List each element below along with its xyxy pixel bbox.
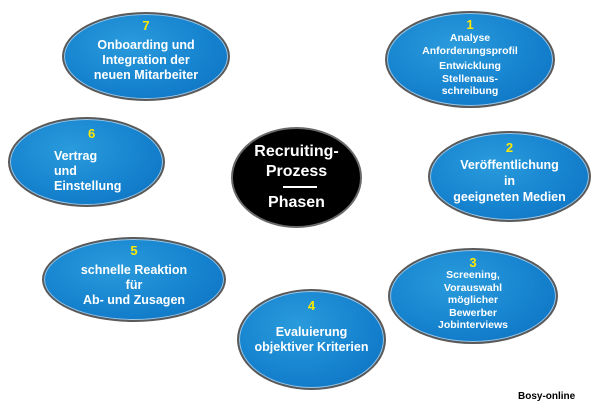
phase-1-line: Stellenaus- xyxy=(441,72,499,85)
phase-2-line: Veröffentlichung xyxy=(460,158,559,172)
phase-5-line: für xyxy=(125,278,143,292)
phase-4-text: Evaluierung objektiver Kriterien xyxy=(239,325,384,355)
phase-1-line: Analyse xyxy=(449,32,491,44)
phase-3-line: Vorauswahl xyxy=(443,281,503,294)
phase-6-line: Vertrag xyxy=(54,149,98,163)
phase-1-text: Analyse Anforderungsprofil xyxy=(387,32,553,57)
phase-5-node: 5 schnelle Reaktion für Ab- und Zusagen xyxy=(42,237,226,322)
phase-7-line: neuen Mitarbeiter xyxy=(93,68,199,82)
center-subtitle: Phasen xyxy=(268,194,325,211)
phase-1-node: 1 Analyse Anforderungsprofil Entwicklung… xyxy=(385,11,555,108)
phase-7-number: 7 xyxy=(142,18,150,33)
phase-2-number: 2 xyxy=(505,140,514,155)
phase-7-line: Integration der xyxy=(102,53,190,67)
phase-1-number: 1 xyxy=(466,17,474,32)
phase-5-text: schnelle Reaktion für Ab- und Zusagen xyxy=(44,263,224,308)
phase-6-line: und xyxy=(54,164,77,178)
phase-4-line: Evaluierung xyxy=(275,325,348,339)
phase-1-text-secondary: Entwicklung Stellenaus- schreibung xyxy=(387,60,553,98)
phase-6-number: 6 xyxy=(88,126,96,141)
phase-5-line: schnelle Reaktion xyxy=(80,263,188,277)
phase-3-line: Screening, xyxy=(446,269,500,281)
phase-2-line: in xyxy=(503,174,516,188)
source-credit: Bosy-online xyxy=(518,391,576,402)
phase-5-line: Ab- und Zusagen xyxy=(82,293,186,307)
center-title-line-1: Recruiting- xyxy=(254,143,339,160)
phase-1-line: Anforderungsprofil xyxy=(422,44,518,57)
phase-2-text: Veröffentlichung in geeigneten Medien xyxy=(430,157,589,205)
phase-4-node: 4 Evaluierung objektiver Kriterien xyxy=(237,289,386,390)
center-title: Recruiting- Prozess xyxy=(233,142,360,182)
phase-2-line: geeigneten Medien xyxy=(453,190,566,204)
phase-5-number: 5 xyxy=(130,243,138,258)
phase-3-node: 3 Screening, Vorauswahl möglicher Bewerb… xyxy=(388,248,558,344)
center-title-line-2: Prozess xyxy=(265,163,328,180)
phase-6-node: 6 Vertrag und Einstellung xyxy=(8,117,165,207)
center-divider xyxy=(282,186,317,188)
phase-3-line: Jobinterviews xyxy=(437,319,509,331)
phase-1-line: Entwicklung xyxy=(439,60,501,72)
phase-3-line: möglicher xyxy=(447,294,499,306)
phase-6-text: Vertrag und Einstellung xyxy=(10,149,163,194)
phase-4-line: objektiver Kriterien xyxy=(254,340,369,354)
phase-3-line: Bewerber xyxy=(449,306,497,319)
phase-6-line: Einstellung xyxy=(54,179,122,193)
phase-4-number: 4 xyxy=(307,298,316,313)
phase-3-number: 3 xyxy=(469,255,477,270)
phase-7-node: 7 Onboarding und Integration der neuen M… xyxy=(62,12,230,101)
phase-7-line: Onboarding und xyxy=(97,38,195,52)
phase-7-text: Onboarding und Integration der neuen Mit… xyxy=(64,38,228,83)
phase-3-text: Screening, Vorauswahl möglicher Bewerber… xyxy=(390,269,556,332)
phase-1-line: schreibung xyxy=(441,85,499,97)
center-hub: Recruiting- Prozess Phasen xyxy=(231,127,362,228)
phase-2-node: 2 Veröffentlichung in geeigneten Medien xyxy=(428,131,591,222)
